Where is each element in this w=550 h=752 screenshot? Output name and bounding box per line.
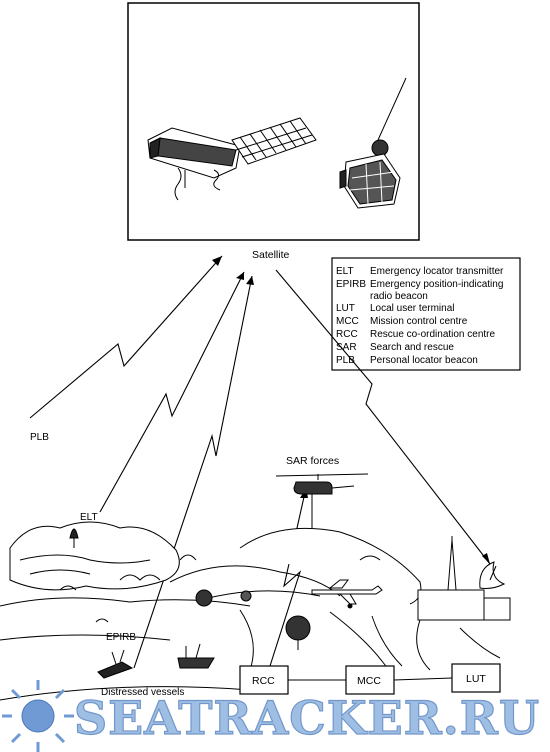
signal-line-elt	[99, 271, 245, 513]
legend-box	[331, 257, 521, 371]
rcc-label: RCC	[252, 675, 275, 687]
signal-line-lut	[275, 269, 491, 565]
signal-line-plb	[29, 255, 223, 419]
distressed-vessels-label: Distressed vessels	[101, 687, 184, 698]
legend: ELT Emergency locator transmitter EPIRB …	[331, 257, 521, 371]
landscape	[0, 521, 501, 701]
legend-abbr: EPIRB	[336, 279, 366, 290]
legend-abbr: SAR	[336, 342, 357, 353]
satellite-left-illustration	[147, 117, 317, 201]
legend-abbr: MCC	[336, 316, 359, 327]
legend-text: Rescue co-ordination centre	[370, 329, 496, 340]
airplane-illustration	[311, 579, 383, 609]
trees	[69, 528, 311, 650]
legend-abbr: RCC	[336, 329, 358, 340]
arrowhead	[482, 553, 490, 564]
satellite-label: Satellite	[252, 249, 290, 261]
mcc-label: MCC	[357, 675, 381, 687]
legend-abbr: LUT	[336, 303, 355, 314]
arrowhead	[236, 272, 244, 280]
lut-box	[451, 663, 501, 693]
legend-text: Local user terminal	[370, 303, 454, 314]
watermark: SEATRACKER.RU	[2, 680, 540, 752]
legend-abbr: ELT	[336, 266, 354, 277]
legend-text: Personal locator beacon	[370, 355, 478, 366]
plb-label: PLB	[30, 432, 49, 443]
legend-text: Emergency locator transmitter	[370, 266, 504, 277]
signal-links	[29, 255, 491, 669]
legend-abbr: PLB	[336, 355, 355, 366]
station-mcc: MCC	[345, 665, 395, 695]
arrowhead	[212, 256, 222, 266]
elt-label: ELT	[80, 512, 98, 523]
station-lut: LUT	[451, 663, 501, 693]
arrowhead	[246, 276, 254, 285]
sun-logo-icon	[2, 680, 74, 752]
legend-text: Emergency position-indicating	[370, 279, 503, 290]
rcc-box	[239, 665, 289, 695]
sar-forces-label: SAR forces	[286, 455, 339, 467]
legend-text: Search and rescue	[370, 342, 454, 353]
satellite-right-illustration	[339, 77, 407, 209]
ground-station-illustration	[417, 536, 511, 621]
legend-text: Mission control centre	[370, 316, 468, 327]
lut-label: LUT	[466, 673, 486, 685]
epirb-label: EPIRB	[106, 632, 136, 643]
station-connectors	[288, 677, 453, 681]
watermark-text: SEATRACKER.RU	[74, 691, 540, 745]
distressed-vessels-illustration	[97, 643, 215, 679]
station-rcc: RCC	[239, 665, 289, 695]
legend-text-continued: radio beacon	[370, 291, 428, 302]
